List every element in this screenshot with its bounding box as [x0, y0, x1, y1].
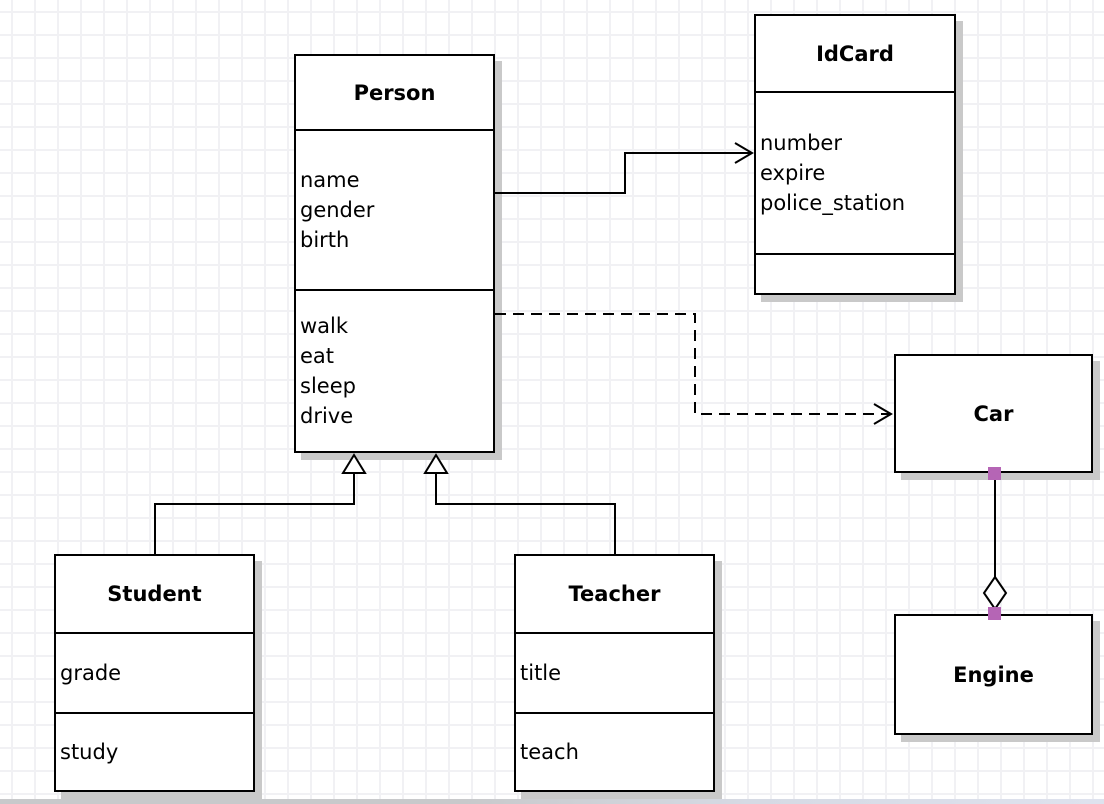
class-member: grade	[60, 661, 122, 685]
class-student-title: Student	[56, 556, 253, 634]
generalization-teacher-person[interactable]	[423, 453, 616, 554]
class-engine-title: Engine	[953, 662, 1034, 687]
class-idcard-attributes-compartment: number expire police_station	[756, 93, 954, 255]
association-person-idcard[interactable]	[495, 142, 754, 194]
class-member: gender	[300, 198, 375, 222]
class-student-attributes-compartment: grade	[56, 634, 253, 714]
class-person-attributes-compartment: name gender birth	[296, 131, 493, 291]
class-person-methods-compartment: walk eat sleep drive	[296, 291, 493, 451]
class-idcard-methods-compartment	[756, 255, 954, 293]
dependency-person-car[interactable]	[495, 313, 893, 425]
class-member: study	[60, 740, 119, 764]
class-idcard[interactable]: IdCard number expire police_station	[754, 14, 956, 295]
class-member: name	[300, 168, 360, 192]
class-member: title	[520, 661, 562, 685]
class-member: teach	[520, 740, 579, 764]
class-person-title: Person	[296, 56, 493, 131]
class-idcard-title: IdCard	[756, 16, 954, 93]
aggregation-car-engine[interactable]	[982, 467, 1008, 620]
class-teacher-methods-compartment: teach	[516, 714, 713, 790]
hollow-triangle-arrowhead-student	[341, 453, 367, 474]
class-member: walk	[300, 314, 349, 338]
class-engine[interactable]: Engine	[894, 614, 1093, 735]
hollow-diamond-arrowhead	[982, 575, 1008, 611]
class-member: birth	[300, 228, 350, 252]
dependency-line[interactable]	[495, 313, 889, 415]
class-car-title: Car	[973, 401, 1014, 426]
class-car[interactable]: Car	[894, 354, 1093, 473]
class-member: expire	[760, 161, 826, 185]
open-arrowhead-car	[873, 403, 893, 425]
hollow-triangle-arrowhead-teacher	[423, 453, 449, 474]
class-student[interactable]: Student grade study	[54, 554, 255, 792]
class-member: eat	[300, 344, 335, 368]
class-person[interactable]: Person name gender birth walk eat sleep drive	[294, 54, 495, 453]
open-arrowhead-idcard	[734, 142, 754, 164]
class-member: sleep	[300, 374, 356, 398]
class-teacher-title: Teacher	[516, 556, 713, 634]
class-teacher-attributes-compartment: title	[516, 634, 713, 714]
generalization-line-teacher[interactable]	[435, 473, 616, 554]
class-student-methods-compartment: study	[56, 714, 253, 790]
class-member: police_station	[760, 191, 906, 215]
generalization-line-student[interactable]	[154, 473, 355, 554]
class-member: number	[760, 131, 842, 155]
association-line[interactable]	[495, 152, 752, 194]
generalization-student-person[interactable]	[154, 453, 367, 554]
canvas-bottom-edge	[0, 799, 1104, 804]
class-teacher[interactable]: Teacher title teach	[514, 554, 715, 792]
class-member: drive	[300, 404, 354, 428]
